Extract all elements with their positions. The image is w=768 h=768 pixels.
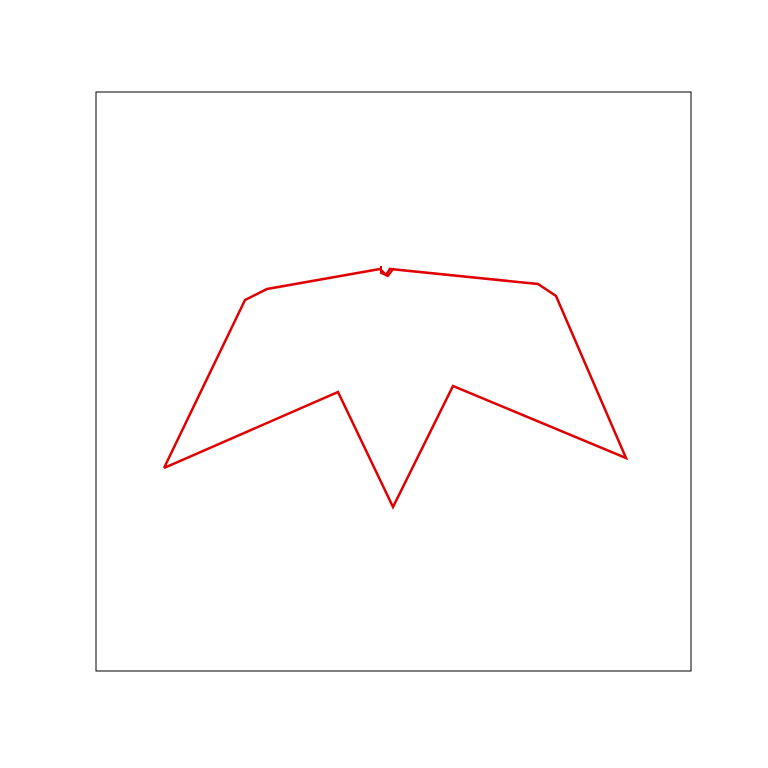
plot-frame <box>95 91 692 672</box>
notch-detail <box>380 266 395 278</box>
red-outline-shape <box>162 267 629 510</box>
